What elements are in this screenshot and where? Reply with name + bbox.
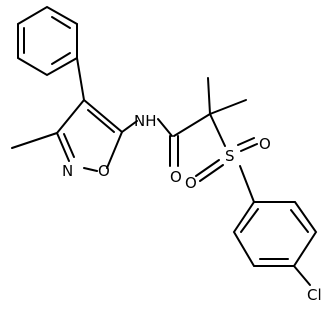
phenyl-inner-bonds [23, 16, 71, 65]
bond-carbonyl-quaternary [173, 113, 211, 137]
bond-s-aryl [239, 165, 255, 203]
bond-quaternary-methyl-up [207, 77, 211, 115]
atom-label-s: S [225, 147, 235, 165]
atom-label-o-carbonyl: O [170, 168, 182, 186]
bond-s-o-left [195, 159, 224, 182]
bond-aryl-cl [293, 265, 311, 286]
bond-s-o-right [237, 137, 258, 152]
bond-phenyl-c4 [76, 57, 85, 101]
chlorophenyl-inner-bonds [240, 208, 309, 260]
bonds [11, 5, 318, 286]
atom-label-cl: Cl [307, 286, 322, 304]
bond-carbonyl-o [169, 135, 179, 167]
atom-label-o-ring: O [98, 162, 110, 180]
atom-label-n-ring: N [62, 162, 73, 180]
bond-nh-carbonyl [157, 118, 173, 137]
chlorophenyl-ring [232, 201, 318, 267]
atom-label-o-sulfonyl-right: O [259, 135, 271, 153]
phenyl-ring [17, 5, 78, 77]
atom-label-o-sulfonyl-left: O [185, 174, 197, 192]
bond-quaternary-s [209, 113, 226, 147]
atom-labels: NH O S O O N O Cl [62, 112, 322, 304]
atom-label-nh: NH [134, 112, 157, 130]
isoxazole-double-bonds [63, 109, 115, 158]
isoxazole-ring-bonds [56, 99, 123, 172]
bond-quaternary-methyl-right [209, 99, 247, 115]
bond-c5-nh [121, 120, 138, 133]
bond-methyl-c3 [11, 132, 58, 149]
